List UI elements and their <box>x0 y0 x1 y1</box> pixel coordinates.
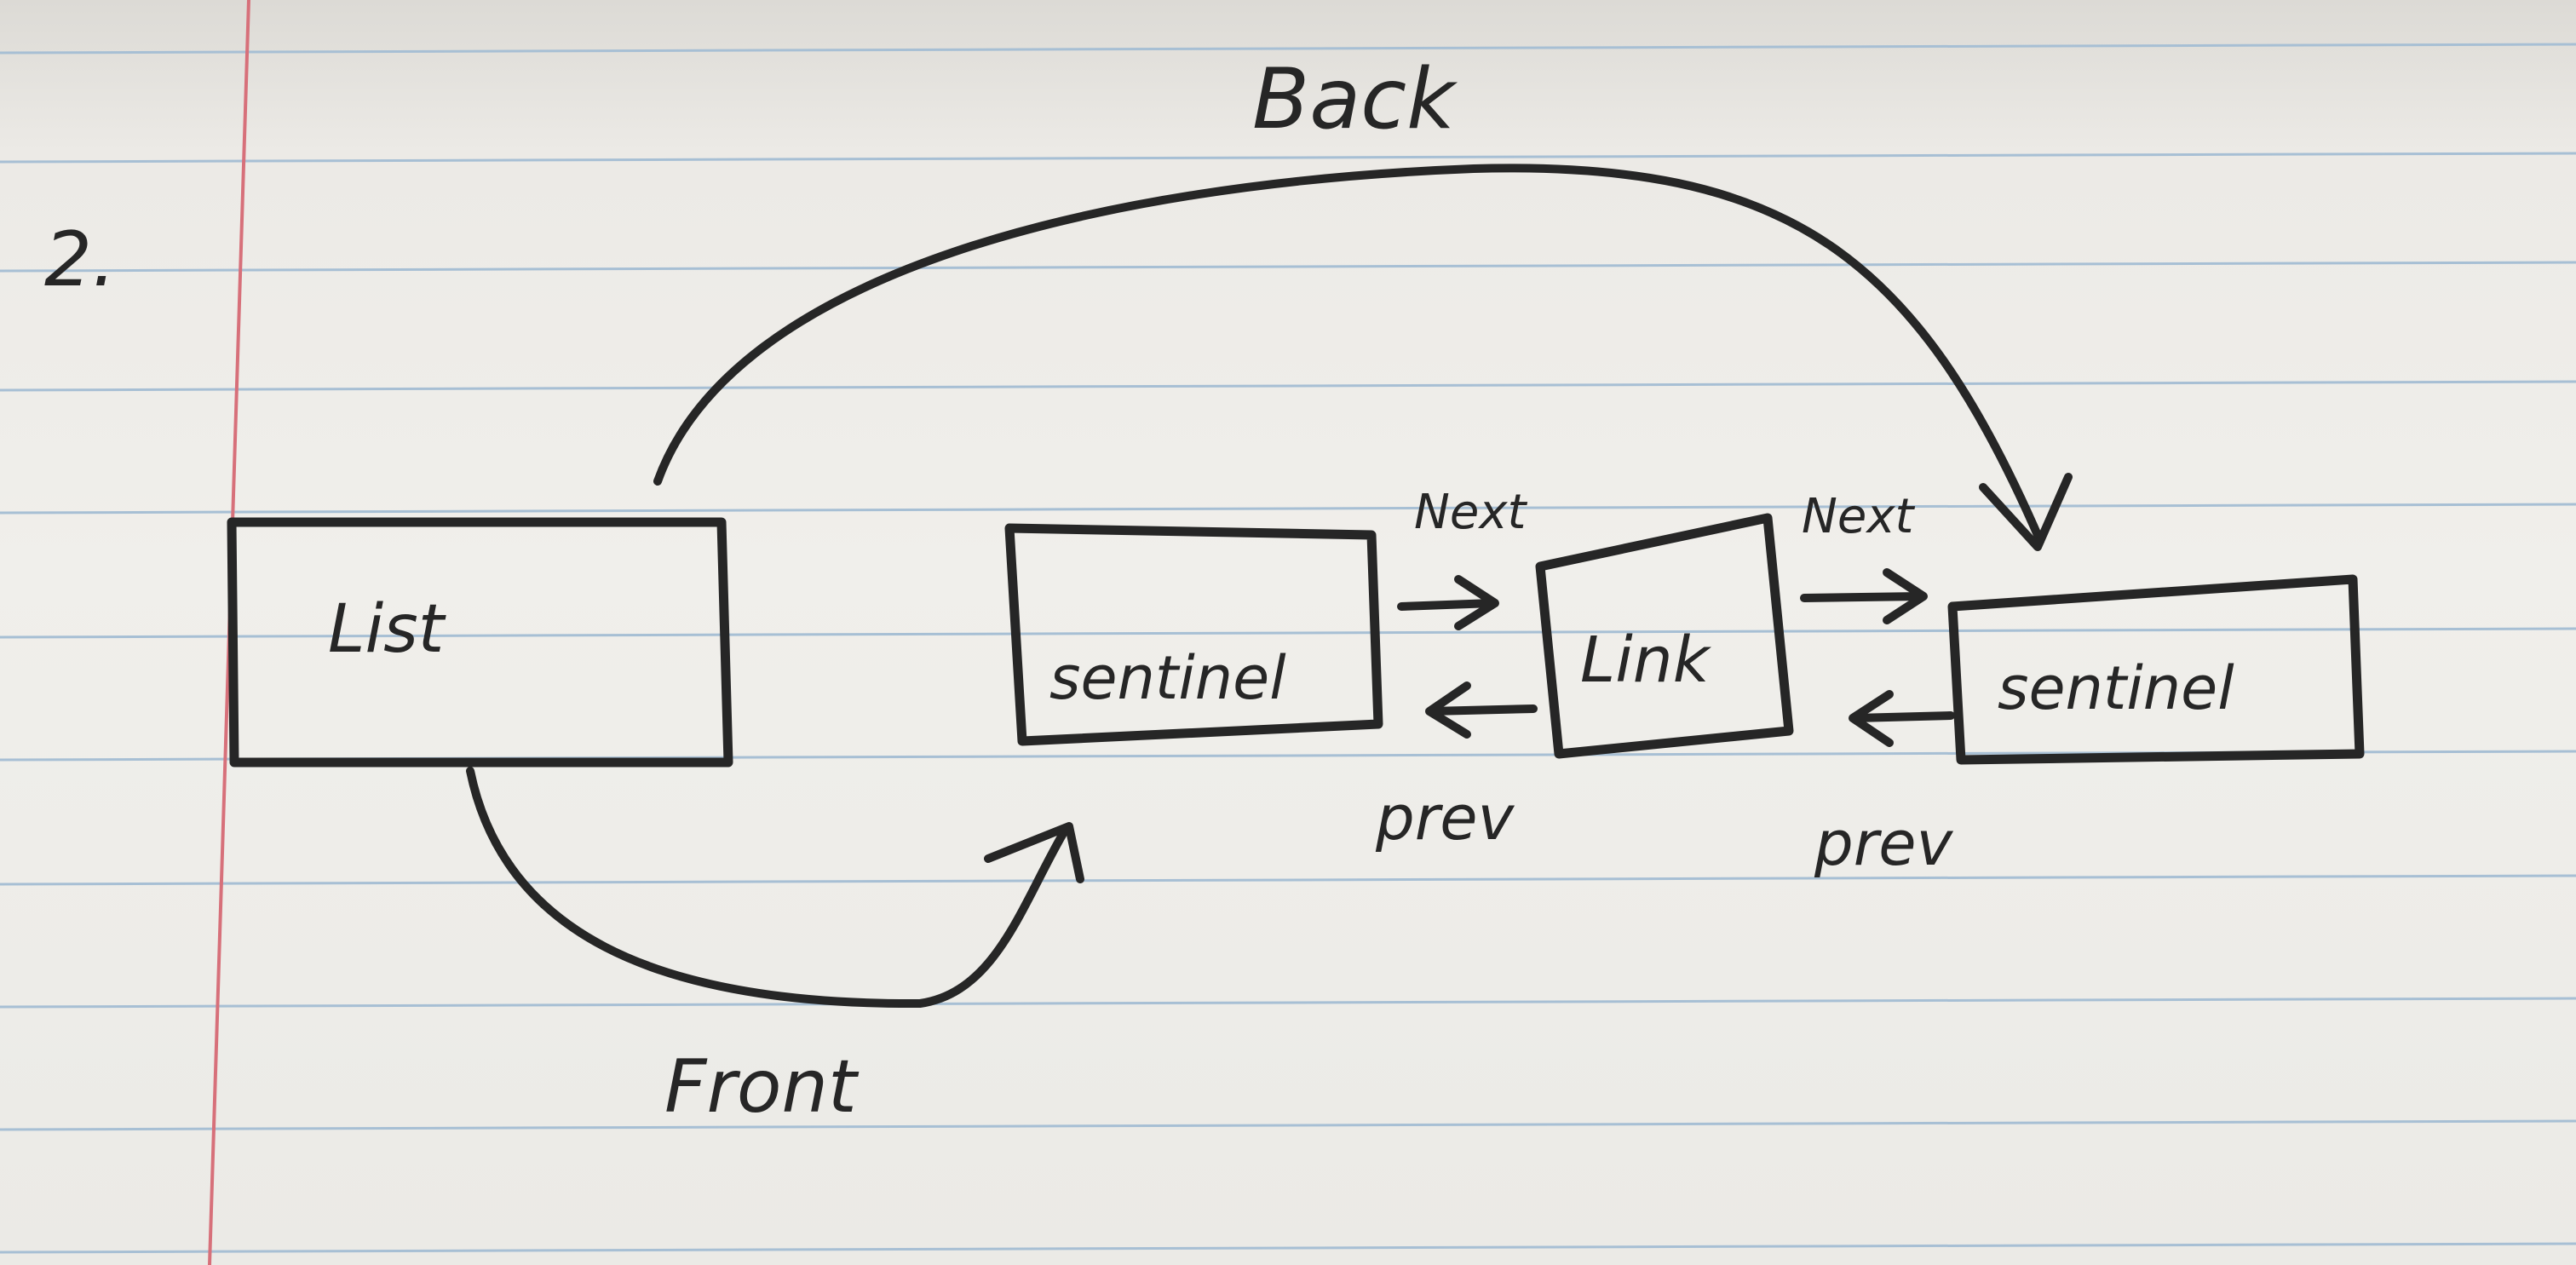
node-list: List <box>227 517 733 768</box>
back-edge: Back <box>653 51 2073 551</box>
next-2-label: Next <box>1802 489 1915 544</box>
next-edge-2: Next <box>1800 489 1928 624</box>
next-1-label: Next <box>1414 485 1527 540</box>
prev-edge-2: prev <box>1814 690 1955 879</box>
node-sentinel-front: sentinel <box>1004 523 1383 746</box>
next-edge-1: Next <box>1397 485 1527 630</box>
front-label: Front <box>664 1044 860 1130</box>
prev-1-arrow-shaft <box>1427 704 1538 716</box>
prev-2-arrow-shaft <box>1851 711 1955 722</box>
next-1-arrowhead <box>1454 575 1499 630</box>
next-2-arrowhead <box>1883 568 1928 624</box>
sentinel-front-box <box>1004 523 1383 746</box>
prev-2-label: prev <box>1814 808 1954 879</box>
problem-number: 2. <box>44 216 116 303</box>
back-curve <box>653 164 2044 545</box>
back-arrowhead <box>1979 473 2073 551</box>
front-edge: Front <box>466 767 1084 1130</box>
node-link: Link <box>1535 513 1794 759</box>
prev-1-arrowhead <box>1425 681 1471 739</box>
sentinel-back-box <box>1947 574 2365 765</box>
list-box <box>227 517 733 768</box>
link-label: Link <box>1580 624 1712 697</box>
next-2-arrow-shaft <box>1800 592 1925 602</box>
front-arrowhead <box>984 822 1084 883</box>
sentinel-back-label: sentinel <box>1998 653 2234 723</box>
prev-1-label: prev <box>1375 782 1515 854</box>
node-sentinel-back: sentinel <box>1947 574 2365 765</box>
list-label: List <box>328 591 446 668</box>
sentinel-front-label: sentinel <box>1049 643 1286 713</box>
back-label: Back <box>1252 51 1458 148</box>
link-box <box>1535 513 1794 759</box>
next-1-arrow-shaft <box>1397 599 1497 611</box>
prev-edge-1: prev <box>1375 681 1538 854</box>
front-curve <box>466 767 1069 1009</box>
prev-2-arrowhead <box>1849 690 1894 747</box>
